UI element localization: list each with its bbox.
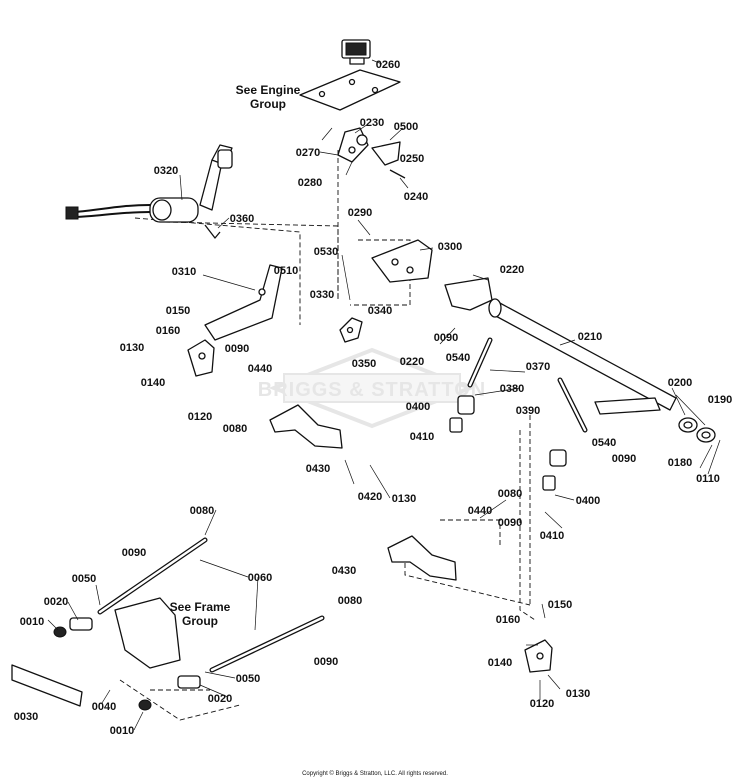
part-callout-0080: 0080 bbox=[190, 505, 214, 517]
part-callout-0380: 0380 bbox=[500, 383, 524, 395]
part-callout-0290: 0290 bbox=[348, 207, 372, 219]
part-callout-0080: 0080 bbox=[498, 488, 522, 500]
part-callout-0510: 0510 bbox=[274, 265, 298, 277]
arm-0430-upper bbox=[269, 404, 343, 449]
part-callout-0090: 0090 bbox=[314, 656, 338, 668]
part-callout-0090: 0090 bbox=[612, 453, 636, 465]
control-bracket-parts bbox=[321, 127, 406, 179]
part-callout-0220: 0220 bbox=[400, 356, 424, 368]
part-callout-0360: 0360 bbox=[230, 213, 254, 225]
part-callout-0160: 0160 bbox=[156, 325, 180, 337]
arm-0430-lower bbox=[387, 535, 457, 581]
callout-labels: 0260 0230 0500 0270 0250 0280 0240 0320 0360 0290… bbox=[14, 59, 732, 737]
part-callout-0040: 0040 bbox=[92, 701, 116, 713]
part-callout-0050: 0050 bbox=[236, 673, 260, 685]
bracket-0300 bbox=[371, 239, 433, 283]
part-callout-0090: 0090 bbox=[498, 517, 522, 529]
part-callout-0420: 0420 bbox=[358, 491, 382, 503]
part-callout-0530: 0530 bbox=[314, 246, 338, 258]
part-callout-0180: 0180 bbox=[668, 457, 692, 469]
bracket-0140-left bbox=[187, 339, 215, 377]
part-callout-0540: 0540 bbox=[446, 352, 470, 364]
part-callout-0020: 0020 bbox=[44, 596, 68, 608]
part-callout-0120: 0120 bbox=[188, 411, 212, 423]
part-callout-0300: 0300 bbox=[438, 241, 462, 253]
part-callout-0110: 0110 bbox=[696, 473, 720, 485]
leader-lines bbox=[47, 59, 721, 731]
part-callout-0310: 0310 bbox=[172, 266, 196, 278]
part-callout-0010: 0010 bbox=[110, 725, 134, 737]
part-callout-0090: 0090 bbox=[225, 343, 249, 355]
see-engine-group-line2: Group bbox=[250, 97, 286, 111]
part-callout-0050: 0050 bbox=[72, 573, 96, 585]
part-callout-0330: 0330 bbox=[310, 289, 334, 301]
part-callout-0250: 0250 bbox=[400, 153, 424, 165]
part-callout-0130: 0130 bbox=[566, 688, 590, 700]
part-callout-0010: 0010 bbox=[20, 616, 44, 628]
part-callout-0020: 0020 bbox=[208, 693, 232, 705]
part-callout-0080: 0080 bbox=[223, 423, 247, 435]
plate-0030 bbox=[11, 664, 83, 707]
bushings bbox=[449, 395, 567, 491]
part-callout-0150: 0150 bbox=[548, 599, 572, 611]
part-callout-0120: 0120 bbox=[530, 698, 554, 710]
part-callout-0240: 0240 bbox=[404, 191, 428, 203]
watermark-logo: BRIGGS & STRATTON bbox=[258, 347, 486, 429]
part-callout-0150: 0150 bbox=[166, 305, 190, 317]
part-callout-0190: 0190 bbox=[708, 394, 732, 406]
part-callout-0400: 0400 bbox=[576, 495, 600, 507]
switch-part bbox=[341, 39, 371, 65]
bracket-0140-right bbox=[524, 639, 553, 673]
part-callout-0160: 0160 bbox=[496, 614, 520, 626]
frame-bracket bbox=[114, 597, 181, 669]
part-callout-0430: 0430 bbox=[332, 565, 356, 577]
part-callout-0400: 0400 bbox=[406, 401, 430, 413]
part-callout-0430: 0430 bbox=[306, 463, 330, 475]
bracket-0510 bbox=[204, 264, 283, 341]
part-callout-0220: 0220 bbox=[500, 264, 524, 276]
main-shaft bbox=[467, 298, 677, 433]
part-callout-0130: 0130 bbox=[120, 342, 144, 354]
rod-ends bbox=[53, 617, 201, 711]
part-callout-0030: 0030 bbox=[14, 711, 38, 723]
part-callout-0260: 0260 bbox=[376, 59, 400, 71]
part-callout-0320: 0320 bbox=[154, 165, 178, 177]
link-0340 bbox=[339, 317, 363, 343]
rods-0060 bbox=[97, 537, 325, 673]
part-callout-0140: 0140 bbox=[141, 377, 165, 389]
bracket-0220 bbox=[444, 277, 493, 311]
see-engine-group-line1: See Engine bbox=[236, 83, 301, 97]
actuator-assembly bbox=[65, 144, 233, 239]
see-frame-group-line1: See Frame bbox=[170, 600, 231, 614]
part-callout-0390: 0390 bbox=[516, 405, 540, 417]
part-callout-0280: 0280 bbox=[298, 177, 322, 189]
part-callout-0410: 0410 bbox=[540, 530, 564, 542]
part-callout-0060: 0060 bbox=[248, 572, 272, 584]
part-callout-0270: 0270 bbox=[296, 147, 320, 159]
part-callout-0210: 0210 bbox=[578, 331, 602, 343]
part-callout-0440: 0440 bbox=[468, 505, 492, 517]
assembly-lines bbox=[119, 150, 536, 721]
part-callout-0130: 0130 bbox=[392, 493, 416, 505]
right-hub-parts bbox=[678, 417, 716, 443]
part-callout-0540: 0540 bbox=[592, 437, 616, 449]
engine-plate bbox=[299, 69, 401, 111]
part-callout-0340: 0340 bbox=[368, 305, 392, 317]
part-callout-0090: 0090 bbox=[434, 332, 458, 344]
part-callout-0200: 0200 bbox=[668, 377, 692, 389]
part-callout-0410: 0410 bbox=[410, 431, 434, 443]
part-callout-0370: 0370 bbox=[526, 361, 550, 373]
part-callout-0080: 0080 bbox=[338, 595, 362, 607]
part-callout-0230: 0230 bbox=[360, 117, 384, 129]
part-callout-0090: 0090 bbox=[122, 547, 146, 559]
part-callout-0140: 0140 bbox=[488, 657, 512, 669]
see-frame-group-line2: Group bbox=[182, 614, 218, 628]
part-callout-0440: 0440 bbox=[248, 363, 272, 375]
copyright-text: Copyright © Briggs & Stratton, LLC. All … bbox=[302, 770, 448, 777]
watermark-text: BRIGGS & STRATTON bbox=[258, 379, 486, 401]
part-callout-0350: 0350 bbox=[352, 358, 376, 370]
part-callout-0500: 0500 bbox=[394, 121, 418, 133]
